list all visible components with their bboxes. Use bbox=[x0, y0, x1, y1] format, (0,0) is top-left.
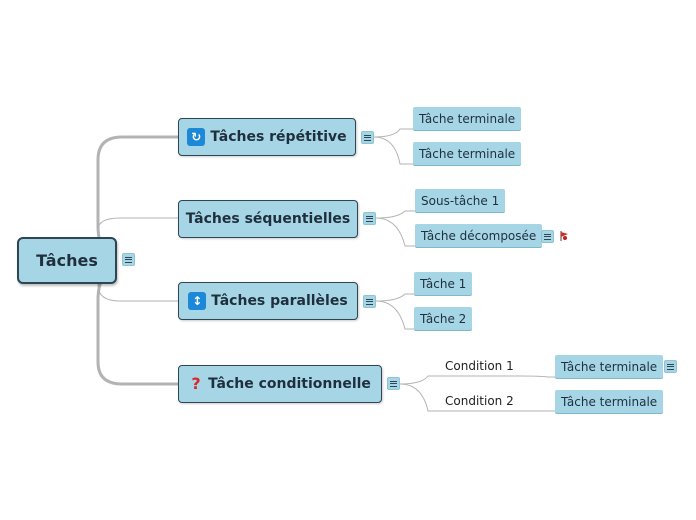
leaf-condition-1-notes-icon[interactable] bbox=[664, 360, 677, 373]
root-label: Tâches bbox=[36, 251, 98, 270]
branch-sequential-label: Tâches séquentielles bbox=[185, 211, 351, 227]
leaf-label: Sous-tâche 1 bbox=[421, 193, 500, 208]
leaf-label: Tâche 2 bbox=[420, 311, 467, 326]
leaf-parallel-1[interactable]: Tâche 1 bbox=[414, 272, 473, 295]
branch-sequential-notes-icon[interactable] bbox=[363, 212, 376, 225]
branch-conditional-label: Tâche conditionnelle bbox=[208, 376, 371, 392]
leaf-sequential-2[interactable]: Tâche décomposée bbox=[415, 224, 543, 247]
question-mark-icon: ? bbox=[191, 374, 201, 393]
leaf-sequential-1[interactable]: Sous-tâche 1 bbox=[415, 189, 506, 212]
branch-conditional-notes-icon[interactable] bbox=[387, 377, 400, 390]
up-down-arrow-icon: ↕ bbox=[188, 292, 207, 310]
leaf-label: Tâche terminale bbox=[419, 146, 516, 161]
root-node[interactable]: Tâches bbox=[17, 237, 117, 284]
branch-repetitive-notes-icon[interactable] bbox=[361, 131, 374, 144]
leaf-label: Tâche décomposée bbox=[421, 228, 537, 243]
branch-repetitive-label: Tâches répétitive bbox=[210, 129, 347, 145]
branch-conditional[interactable]: ? Tâche conditionnelle bbox=[178, 365, 382, 403]
repeat-arrow-icon: ↻ bbox=[187, 128, 206, 146]
leaf-parallel-2[interactable]: Tâche 2 bbox=[414, 307, 473, 330]
branch-parallel-notes-icon[interactable] bbox=[363, 295, 376, 308]
condition-1-label[interactable]: Condition 1 bbox=[445, 359, 514, 373]
root-notes-icon[interactable] bbox=[122, 253, 135, 266]
leaf-decomposed-notes-icon[interactable] bbox=[541, 230, 554, 243]
leaf-condition-1-task[interactable]: Tâche terminale bbox=[555, 355, 664, 378]
leaf-repetitive-2[interactable]: Tâche terminale bbox=[413, 142, 522, 165]
leaf-label: Tâche terminale bbox=[419, 111, 516, 126]
leaf-label: Tâche terminale bbox=[561, 394, 658, 409]
flag-icon bbox=[560, 231, 568, 241]
leaf-repetitive-1[interactable]: Tâche terminale bbox=[413, 107, 522, 130]
branch-parallel-label: Tâches parallèles bbox=[211, 293, 348, 309]
condition-2-label[interactable]: Condition 2 bbox=[445, 394, 514, 408]
leaf-label: Tâche terminale bbox=[561, 359, 658, 374]
branch-sequential[interactable]: Tâches séquentielles bbox=[178, 200, 358, 238]
leaf-label: Tâche 1 bbox=[420, 276, 467, 291]
branch-parallel[interactable]: ↕ Tâches parallèles bbox=[178, 282, 358, 320]
leaf-condition-2-task[interactable]: Tâche terminale bbox=[555, 390, 664, 413]
branch-repetitive[interactable]: ↻ Tâches répétitive bbox=[178, 118, 356, 156]
